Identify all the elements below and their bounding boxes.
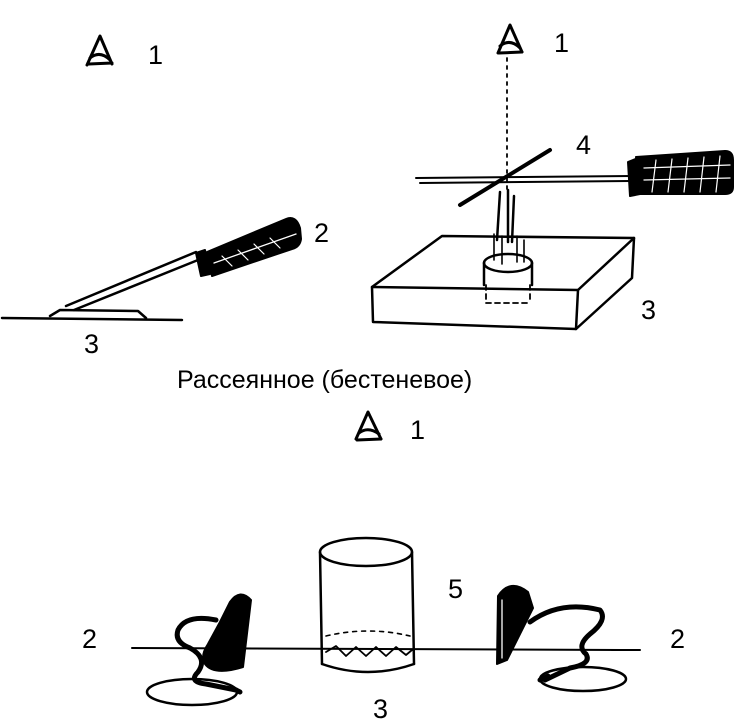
oblique-scheme bbox=[0, 217, 302, 322]
eye-label-bottom: 1 bbox=[410, 415, 426, 445]
illuminator-label-bottom-right: 2 bbox=[670, 624, 686, 654]
illuminator-icon bbox=[627, 150, 734, 197]
illuminator-label-bottom-left: 2 bbox=[82, 624, 98, 654]
illuminator-label-top-left: 2 bbox=[314, 218, 330, 248]
reflector-label: 5 bbox=[448, 574, 464, 604]
illuminator-icon bbox=[195, 217, 302, 277]
diffuse-illumination-caption: Рассеянное (бестеневое) bbox=[177, 366, 473, 394]
objective bbox=[493, 188, 525, 265]
incident-beam bbox=[415, 175, 633, 184]
hemispherical-reflector-icon bbox=[496, 585, 534, 665]
specimen-label-bottom: 3 bbox=[373, 694, 389, 724]
eye-icon bbox=[354, 410, 383, 442]
cylinder-specimen-icon bbox=[318, 536, 416, 674]
illuminator-icon bbox=[527, 604, 628, 693]
eye-label-top-left: 1 bbox=[148, 40, 164, 70]
stage-block-icon bbox=[370, 234, 636, 331]
mirror-label: 4 bbox=[576, 130, 592, 160]
eye-label-top-right: 1 bbox=[554, 28, 570, 58]
eye-icon bbox=[85, 34, 114, 67]
eye-icon bbox=[496, 23, 524, 55]
stage-label: 3 bbox=[641, 295, 657, 325]
specimen-cup bbox=[482, 252, 534, 304]
specimen-label-top-left: 3 bbox=[84, 329, 100, 359]
illuminator-icon bbox=[145, 593, 252, 707]
